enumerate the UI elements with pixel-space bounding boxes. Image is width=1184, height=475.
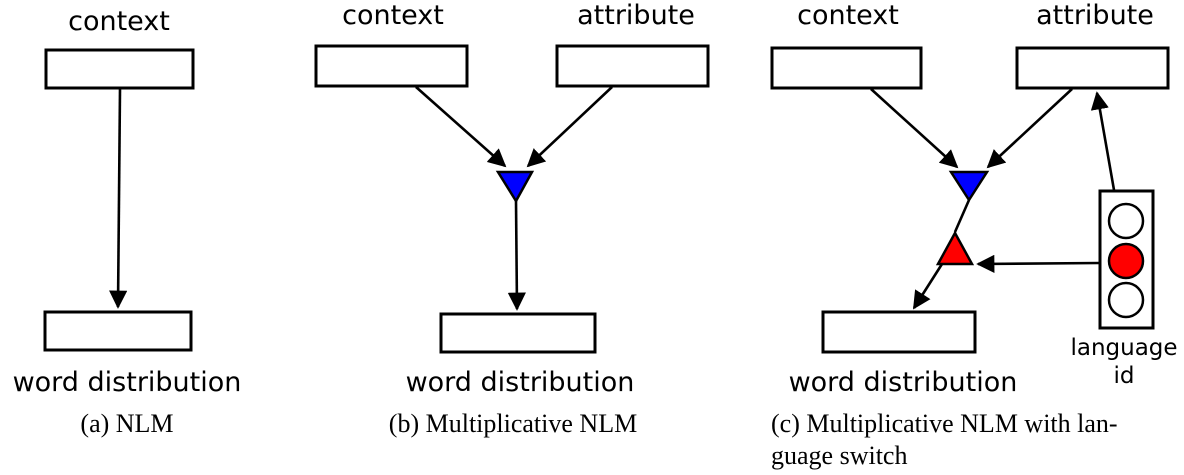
arrow-context-to-output-a [109, 88, 128, 309]
word-distribution-label-c: word distribution [789, 367, 1018, 398]
arrow-attribute-to-mult-c [986, 88, 1073, 169]
context-label-c: context [797, 0, 899, 31]
context-label-a: context [68, 6, 170, 37]
context-label-b: context [342, 0, 444, 31]
output-box-a [43, 310, 193, 352]
language-id-label-line1: language [1070, 335, 1177, 361]
arrow-language-id-to-attribute-c [1090, 91, 1116, 191]
context-box-c [770, 46, 923, 90]
output-box-c [821, 310, 977, 354]
switch-node-c [935, 230, 975, 266]
panel-b: context attribute word distribution (b) … [314, 0, 710, 438]
arrow-context-to-mult-b [415, 86, 507, 168]
attribute-label-c: attribute [1036, 0, 1154, 31]
context-box-b [314, 44, 469, 88]
multiplicative-node-c [948, 170, 990, 203]
caption-a: (a) NLM [80, 409, 173, 438]
word-distribution-label-a: word distribution [13, 367, 242, 398]
language-light-2-icon [1107, 242, 1145, 280]
language-light-1-icon [1107, 202, 1145, 240]
caption-c-line1: (c) Multiplicative NLM with lan- [771, 409, 1118, 438]
arrow-switch-to-output-c [912, 263, 944, 310]
caption-c-line2: guage switch [771, 441, 907, 470]
arrow-mult-to-output-b [507, 200, 526, 311]
panel-c: context attribute language id word distr… [770, 0, 1178, 470]
panel-a: context word distribution (a) NLM [13, 6, 242, 438]
arrow-context-to-mult-c [870, 88, 959, 169]
context-box-a [44, 48, 195, 90]
word-distribution-label-b: word distribution [406, 367, 635, 398]
arrow-attribute-to-mult-b [526, 86, 613, 168]
multiplicative-node-b [495, 170, 535, 204]
edge-mult-to-switch-c [953, 199, 971, 233]
attribute-label-b: attribute [577, 0, 695, 31]
attribute-box-b [555, 44, 710, 88]
caption-b: (b) Multiplicative NLM [389, 409, 637, 438]
arrow-language-id-to-switch-c [976, 254, 1101, 273]
attribute-box-c [1015, 46, 1170, 90]
language-light-3-icon [1107, 281, 1145, 319]
language-id-label-line2: id [1114, 363, 1135, 389]
output-box-b [439, 312, 597, 354]
